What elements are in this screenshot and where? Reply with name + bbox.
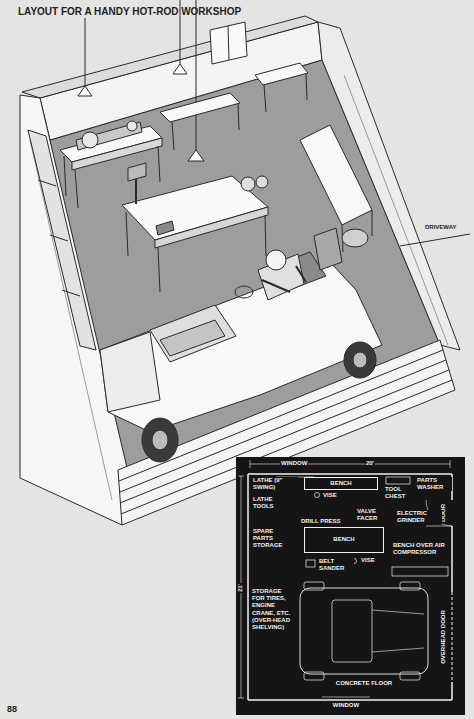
part-name: LATHE TOOLS [252, 496, 284, 510]
page-title: LAYOUT FOR A HANDY HOT-ROD WORKSHOP [18, 6, 241, 18]
part-name: PARTS WASHER [416, 477, 452, 491]
dimension: 21' [237, 583, 244, 593]
bench-label: BENCH [333, 536, 354, 543]
dimension: 20' [365, 460, 375, 467]
floor-label: CONCRETE FLOOR [335, 680, 393, 687]
window-label: WINDOW [280, 460, 308, 467]
door-label: OVERHEAD DOOR [440, 609, 447, 665]
area-label: DRIVEWAY [424, 224, 457, 231]
window-label: WINDOW [332, 702, 360, 709]
part-name: DRILL PRESS [300, 518, 342, 525]
bench-box: BENCH [304, 477, 378, 490]
part-name: VISE [322, 492, 338, 499]
part-name: TOOL CHEST [384, 486, 416, 500]
part-name: BELT SANDER [318, 558, 354, 572]
part-name: SPARE PARTS STORAGE [252, 528, 288, 550]
part-name: ELECTRIC GRINDER [396, 510, 442, 524]
part-name: VALVE FACER [356, 508, 388, 522]
part-name: LATHE (9" SWING) [252, 477, 298, 491]
page-number: 88 [6, 704, 18, 715]
part-name: STORAGE FOR TIRES, ENGINE CRANE, ETC. (O… [251, 588, 295, 631]
bench-label: BENCH [330, 480, 351, 487]
part-name: BENCH OVER AIR COMPRESSOR [392, 542, 450, 556]
part-name: VISE [360, 557, 376, 564]
bench-box: BENCH [304, 527, 384, 553]
